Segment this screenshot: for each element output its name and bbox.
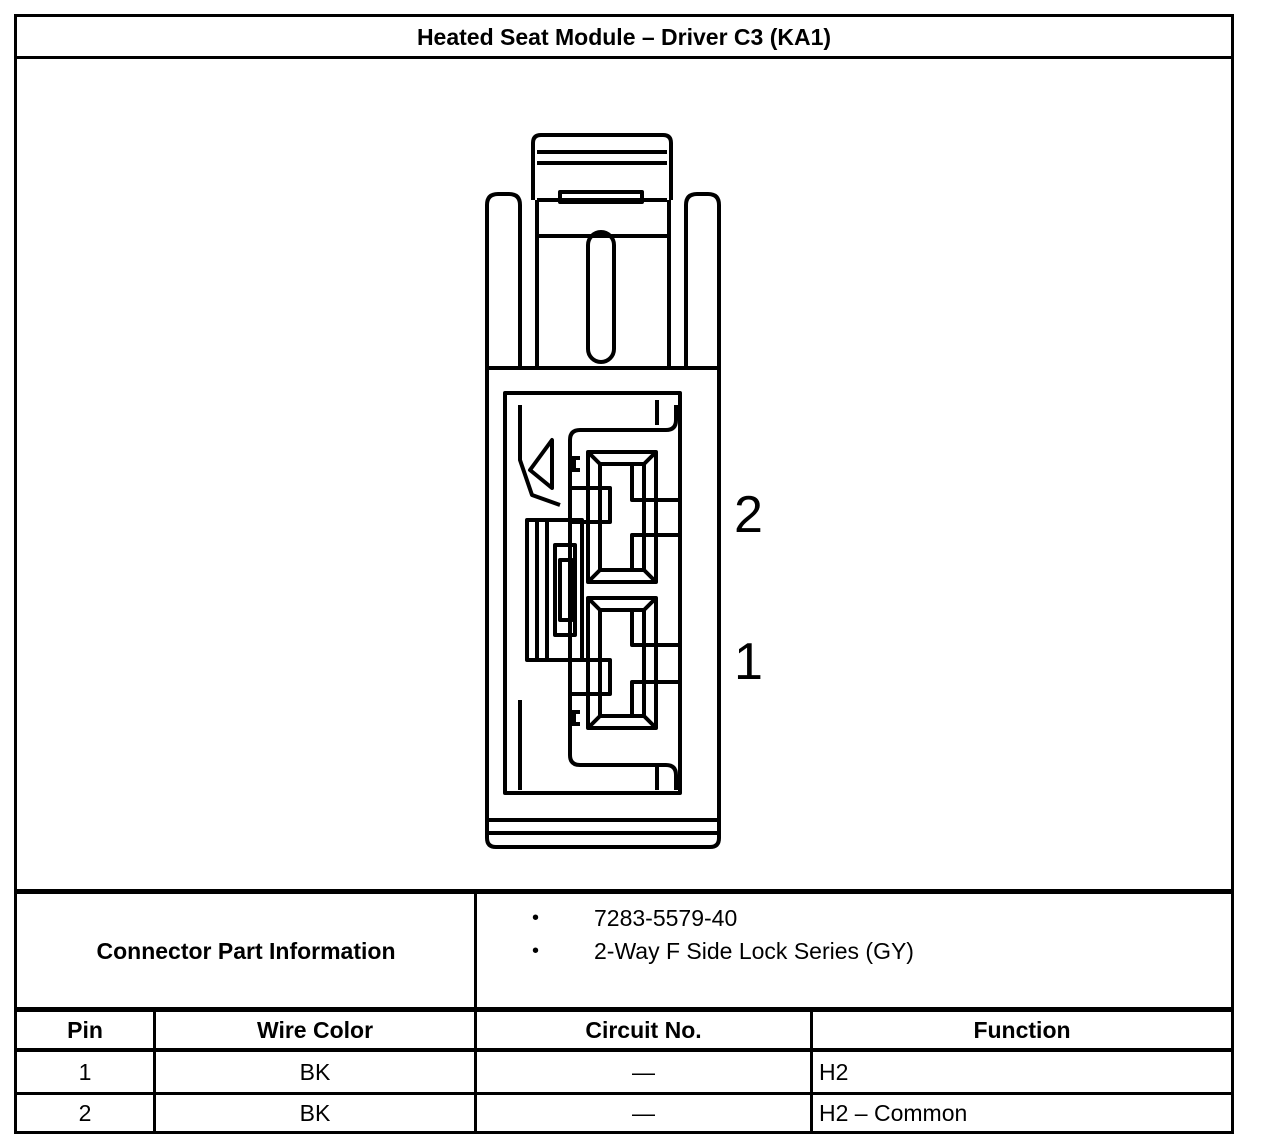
info-divider	[14, 1007, 1234, 1012]
header-circuit-no: Circuit No.	[585, 1016, 702, 1043]
pinout-frame	[14, 14, 1234, 1134]
title-divider	[14, 56, 1234, 59]
row2-function: H2 – Common	[819, 1100, 968, 1126]
terminal-cavity-2	[568, 450, 682, 584]
row2-wire-color: BK	[299, 1100, 331, 1126]
connector-info-label: Connector Part Information	[96, 937, 396, 964]
terminal-cavity-1	[568, 596, 682, 730]
col-divider-1	[153, 1010, 156, 1132]
connector-body	[485, 366, 721, 849]
bullet: •	[532, 907, 540, 929]
header-pin: Pin	[67, 1016, 103, 1043]
col-divider-3	[810, 1010, 813, 1132]
list-item: • 7283-5579-40	[520, 902, 914, 935]
row2-circuit-no: —	[632, 1100, 655, 1126]
row1-wire-color: BK	[299, 1058, 331, 1085]
header-wire-color: Wire Color	[256, 1016, 374, 1043]
header-function: Function	[973, 1016, 1071, 1043]
pin-label-1: 1	[734, 633, 763, 691]
header-divider	[14, 1048, 1234, 1052]
row1-pin: 1	[78, 1058, 92, 1085]
diagram-divider	[14, 889, 1234, 894]
col-divider-info	[474, 892, 477, 1132]
side-arms	[485, 192, 721, 368]
connector-diagram	[485, 133, 721, 849]
page-title: Heated Seat Module – Driver C3 (KA1)	[416, 23, 832, 50]
part-number: 7283-5579-40	[594, 905, 738, 931]
list-item: • 2-Way F Side Lock Series (GY)	[520, 935, 914, 968]
bullet: •	[532, 940, 540, 962]
pin-label-2: 2	[734, 486, 763, 544]
latch-top	[531, 133, 673, 204]
connector-description: 2-Way F Side Lock Series (GY)	[594, 938, 914, 964]
connector-info-list: • 7283-5579-40 • 2-Way F Side Lock Serie…	[520, 902, 914, 968]
row1-function: H2	[819, 1058, 849, 1085]
row2-pin: 2	[78, 1100, 92, 1126]
row-divider	[14, 1092, 1234, 1095]
row1-circuit-no: —	[632, 1058, 655, 1085]
